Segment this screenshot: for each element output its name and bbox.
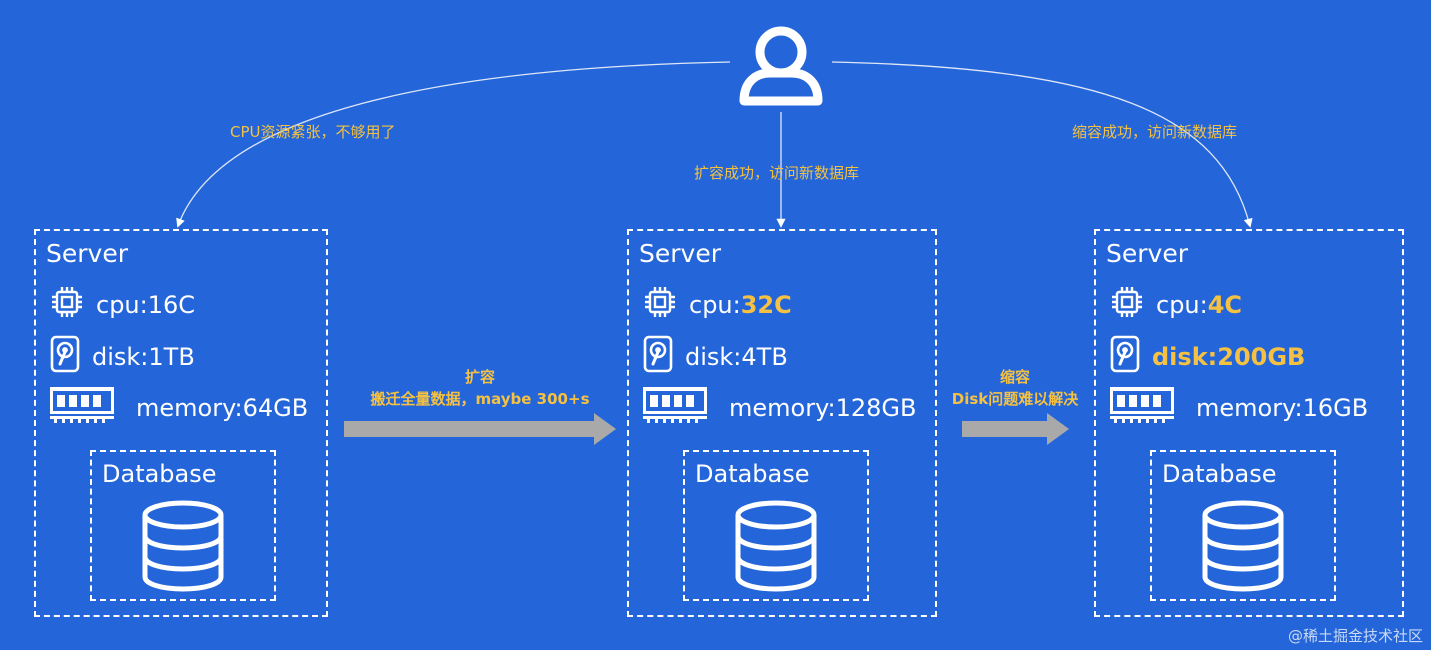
server-title: Server xyxy=(1106,239,1188,268)
memory-label: memory: xyxy=(729,394,836,422)
memory-stick-icon xyxy=(643,387,707,429)
memory-stick-icon xyxy=(50,387,114,429)
edge-label-server2: 扩容成功，访问新数据库 xyxy=(694,164,860,182)
expand-arrow xyxy=(344,413,616,445)
memory-spec: memory: 128GB xyxy=(643,387,917,429)
server-box-2: Server cpu: 32C disk: 4TB memory: 128GB … xyxy=(627,229,937,617)
database-box: Database xyxy=(683,450,869,601)
watermark: @稀土掘金技术社区 xyxy=(1287,627,1423,645)
cpu-label: cpu: xyxy=(689,291,741,319)
cpu-chip-icon xyxy=(643,285,677,325)
cpu-spec: cpu: 4C xyxy=(1110,285,1242,325)
cpu-value: 16C xyxy=(147,291,196,319)
cpu-spec: cpu: 16C xyxy=(50,285,195,325)
server-title: Server xyxy=(46,239,128,268)
disk-label: disk: xyxy=(685,343,742,371)
cpu-value: 4C xyxy=(1207,291,1243,319)
expand-arrow-subtitle: 搬迁全量数据，maybe 300+s xyxy=(370,390,590,408)
memory-value: 64GB xyxy=(242,394,309,422)
hard-disk-icon xyxy=(1110,335,1140,379)
memory-spec: memory: 64GB xyxy=(50,387,308,429)
edge-user-to-server3 xyxy=(831,61,1253,228)
memory-label: memory: xyxy=(1196,394,1303,422)
disk-spec: disk: 1TB xyxy=(50,335,195,379)
server-title: Server xyxy=(639,239,721,268)
cpu-value: 32C xyxy=(740,291,792,319)
hard-disk-icon xyxy=(643,335,673,379)
database-title: Database xyxy=(1162,460,1277,488)
database-icon xyxy=(733,500,819,596)
memory-value: 128GB xyxy=(835,394,917,422)
expand-arrow-title: 扩容 xyxy=(464,368,495,386)
memory-label: memory: xyxy=(136,394,243,422)
database-title: Database xyxy=(102,460,217,488)
disk-label: disk: xyxy=(92,343,149,371)
memory-value: 16GB xyxy=(1302,394,1369,422)
disk-value: 200GB xyxy=(1217,343,1306,371)
database-box: Database xyxy=(90,450,276,601)
database-icon xyxy=(140,500,226,596)
server-box-3: Server cpu: 4C disk: 200GB memory: 16GB … xyxy=(1094,229,1404,617)
shrink-arrow xyxy=(962,413,1069,445)
disk-spec: disk: 200GB xyxy=(1110,335,1305,379)
memory-stick-icon xyxy=(1110,387,1174,429)
shrink-arrow-title: 缩容 xyxy=(999,368,1030,386)
cpu-label: cpu: xyxy=(96,291,148,319)
cpu-chip-icon xyxy=(50,285,84,325)
cpu-chip-icon xyxy=(1110,285,1144,325)
cpu-spec: cpu: 32C xyxy=(643,285,792,325)
user-icon xyxy=(739,26,823,106)
database-title: Database xyxy=(695,460,810,488)
edge-label-server1: CPU资源紧张，不够用了 xyxy=(230,123,396,141)
server-box-1: Server cpu: 16C disk: 1TB memory: 64GB D… xyxy=(34,229,328,617)
edge-label-server3: 缩容成功，访问新数据库 xyxy=(1072,123,1238,141)
disk-value: 4TB xyxy=(741,343,788,371)
memory-spec: memory: 16GB xyxy=(1110,387,1368,429)
disk-value: 1TB xyxy=(148,343,195,371)
database-box: Database xyxy=(1150,450,1336,601)
shrink-arrow-subtitle: Disk问题难以解决 xyxy=(951,390,1079,408)
hard-disk-icon xyxy=(50,335,80,379)
disk-spec: disk: 4TB xyxy=(643,335,788,379)
edge-user-to-server1 xyxy=(176,61,731,228)
disk-label: disk: xyxy=(1152,343,1218,371)
database-icon xyxy=(1200,500,1286,596)
cpu-label: cpu: xyxy=(1156,291,1208,319)
